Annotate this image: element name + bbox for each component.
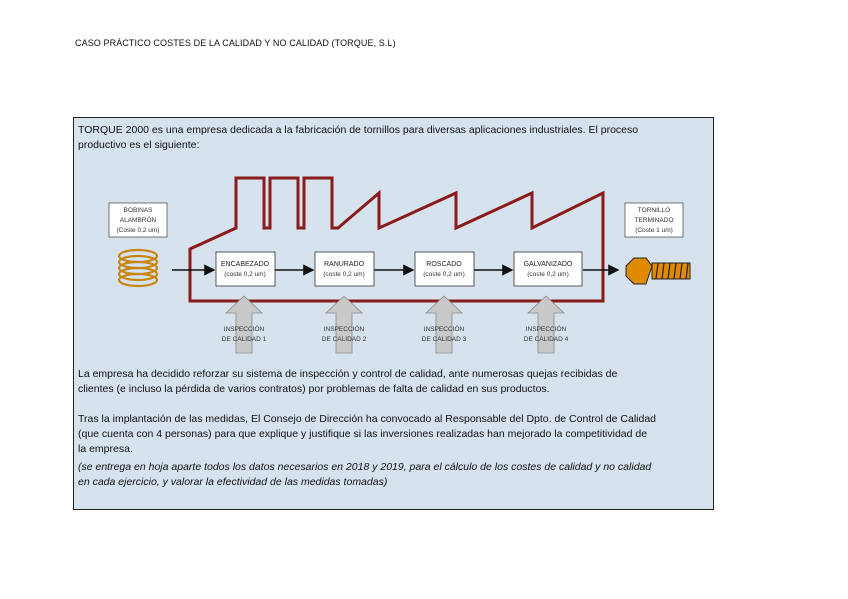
input-label-line-2: ALAMBRÓN [120, 215, 157, 224]
step-cost: (coste 0,2 um) [323, 271, 365, 278]
inspection-label-line-2: DE CALIDAD 4 [524, 336, 569, 343]
input-label-line-1: BOBINAS [124, 207, 154, 214]
step-name: RANURADO [324, 261, 365, 268]
input-label-line-3: (Coste 0,2 um) [117, 227, 160, 234]
council-paragraph: Tras la implantación de las medidas, El … [78, 412, 710, 457]
output-label-line-1: TORNILLO [638, 207, 670, 214]
step-cost: (coste 0,2 um) [224, 271, 266, 278]
inspection-label-line-2: DE CALIDAD 2 [322, 336, 367, 343]
inspection-arrow-1: INSPECCIÓN DE CALIDAD 1 [222, 296, 267, 353]
inspection-label-line-1: INSPECCIÓN [424, 324, 465, 333]
output-label-box: TORNILLO TERMINADO (Coste 1 um) [625, 203, 683, 237]
inspection-label-line-2: DE CALIDAD 1 [222, 336, 267, 343]
input-label-box: BOBINAS ALAMBRÓN (Coste 0,2 um) [109, 203, 167, 237]
step-cost: (coste 0,2 um) [527, 271, 569, 278]
decision-paragraph: La empresa ha decidido reforzar su siste… [78, 367, 710, 397]
council-line-1: Tras la implantación de las medidas, El … [78, 412, 710, 427]
decision-line-2: clientes (e incluso la pérdida de varios… [78, 382, 710, 397]
document-header: CASO PRÁCTICO COSTES DE LA CALIDAD Y NO … [75, 38, 396, 48]
note-line-1: (se entrega en hoja aparte todos los dat… [78, 460, 710, 475]
step-cost: (coste 0,2 um) [423, 271, 465, 278]
output-label-line-2: TERMINADO [635, 217, 674, 224]
inspection-label-line-1: INSPECCIÓN [224, 324, 265, 333]
data-note: (se entrega en hoja aparte todos los dat… [78, 460, 710, 490]
output-label-line-3: (Coste 1 um) [635, 227, 673, 234]
inspection-arrow-3: INSPECCIÓN DE CALIDAD 3 [422, 296, 467, 353]
case-box: TORQUE 2000 es una empresa dedicada a la… [73, 117, 714, 510]
note-line-2: en cada ejercicio, y valorar la efectivi… [78, 475, 710, 490]
council-line-2: (que cuenta con 4 personas) para que exp… [78, 427, 710, 442]
decision-line-1: La empresa ha decidido reforzar su siste… [78, 367, 710, 382]
bolt-icon [626, 258, 690, 284]
process-step-encabezado: ENCABEZADO (coste 0,2 um) [216, 252, 275, 286]
step-name: GALVANIZADO [524, 261, 573, 268]
inspection-arrow-4: INSPECCIÓN DE CALIDAD 4 [524, 296, 569, 353]
inspection-arrow-2: INSPECCIÓN DE CALIDAD 2 [322, 296, 367, 353]
step-name: ROSCADO [426, 261, 462, 268]
council-line-3: la empresa. [78, 442, 710, 457]
process-step-roscado: ROSCADO (coste 0,2 um) [415, 252, 474, 286]
inspection-label-line-2: DE CALIDAD 3 [422, 336, 467, 343]
inspection-label-line-1: INSPECCIÓN [526, 324, 567, 333]
process-step-galvanizado: GALVANIZADO (coste 0,2 um) [514, 252, 582, 286]
wire-coil-icon [119, 250, 157, 286]
step-name: ENCABEZADO [221, 261, 270, 268]
inspection-label-line-1: INSPECCIÓN [324, 324, 365, 333]
process-step-ranurado: RANURADO (coste 0,2 um) [315, 252, 374, 286]
